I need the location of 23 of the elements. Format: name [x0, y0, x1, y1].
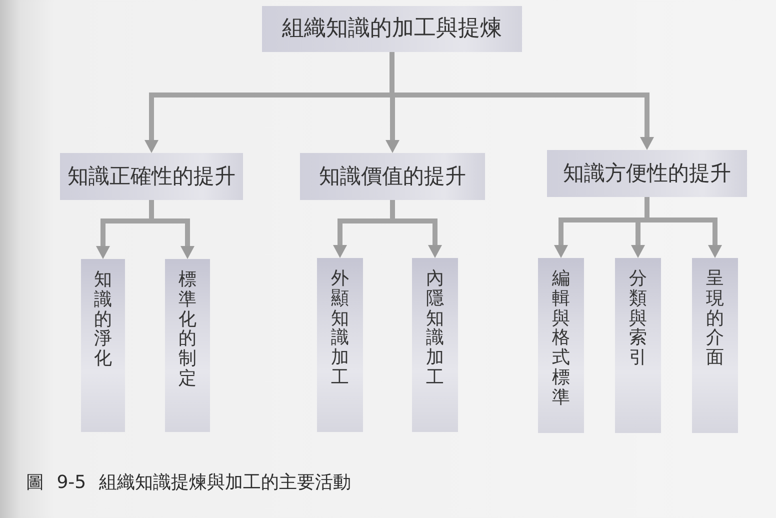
node-label: 知識正確性的提升: [68, 164, 236, 190]
process-box: [262, 6, 522, 52]
node-label: 知識價值的提升: [319, 164, 466, 190]
node-label: 外顯知識加工: [331, 269, 349, 388]
process-column: [81, 259, 125, 432]
node-label: 呈現的介面: [706, 269, 724, 368]
process-column: [412, 258, 458, 432]
process-box: [300, 153, 485, 200]
process-column: [692, 258, 738, 433]
node-label: 標準化的制定: [178, 270, 196, 389]
node-label: 知識的淨化: [94, 270, 112, 369]
process-column: [165, 259, 210, 432]
node-label: 內隱知識加工: [426, 269, 444, 388]
process-box: [547, 150, 747, 197]
figure-caption: 圖 9-5 組織知識提煉與加工的主要活動: [26, 472, 351, 494]
process-column: [615, 258, 661, 433]
node-label: 編輯與格式標準: [552, 269, 570, 408]
process-box: [60, 153, 243, 200]
process-column: [317, 258, 363, 432]
node-label: 知識方便性的提升: [563, 160, 731, 186]
node-label: 組織知識的加工與提煉: [282, 16, 502, 42]
process-column: [538, 258, 584, 433]
node-label: 分類與索引: [629, 269, 647, 368]
